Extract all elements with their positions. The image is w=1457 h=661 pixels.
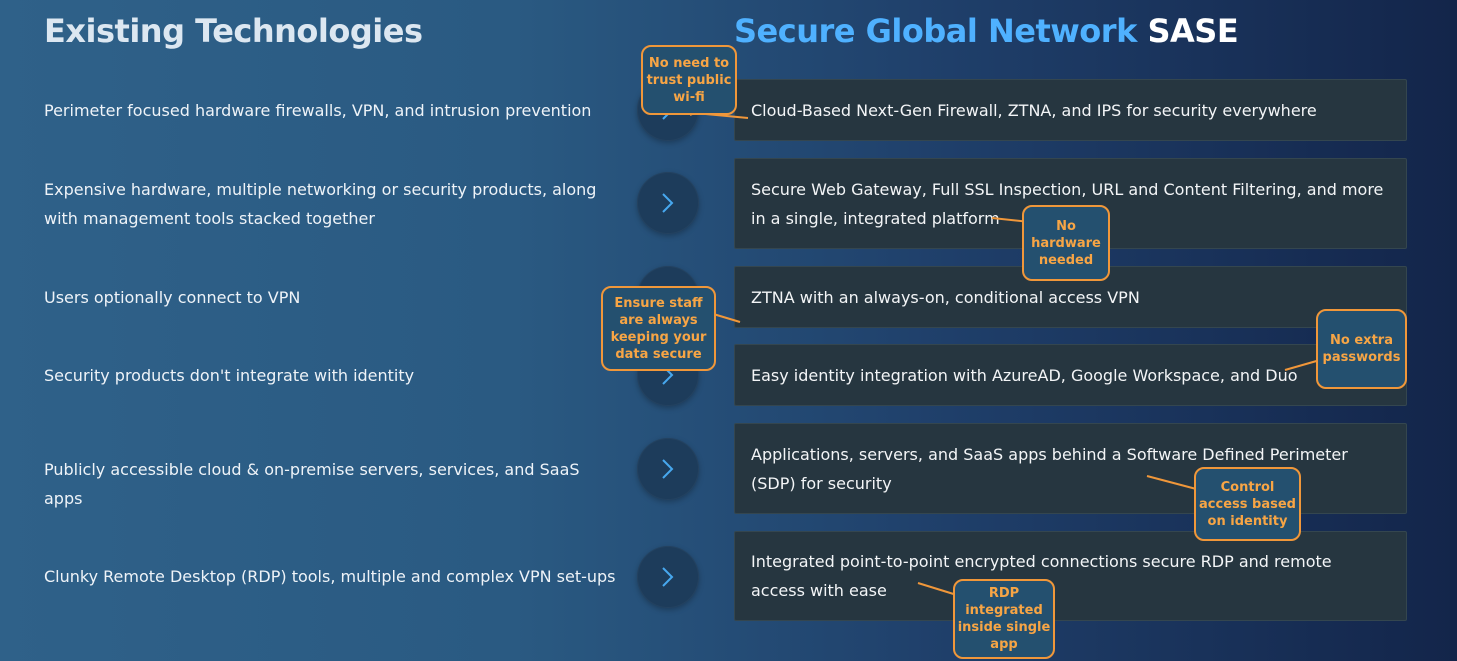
sase-card-2: Secure Web Gateway, Full SSL Inspection,… xyxy=(734,158,1407,249)
chevron-right-icon xyxy=(662,567,674,587)
sase-card-3: ZTNA with an always-on, conditional acce… xyxy=(734,266,1407,328)
row-arrow-button-2[interactable] xyxy=(637,172,699,234)
row-arrow-button-6[interactable] xyxy=(637,546,699,608)
callout-ensure-staff: Ensure staff are always keeping your dat… xyxy=(601,286,716,371)
sase-item-4: Easy identity integration with AzureAD, … xyxy=(751,365,1298,385)
existing-item-1: Perimeter focused hardware firewalls, VP… xyxy=(44,101,592,120)
sase-card-4: Easy identity integration with AzureAD, … xyxy=(734,344,1407,406)
sase-item-3: ZTNA with an always-on, conditional acce… xyxy=(751,287,1140,307)
callout-rdp-integrated: RDP integrated inside single app xyxy=(953,579,1055,659)
sase-card-1: Cloud-Based Next-Gen Firewall, ZTNA, and… xyxy=(734,79,1407,141)
existing-item-6: Clunky Remote Desktop (RDP) tools, multi… xyxy=(44,567,616,586)
sase-card-6: Integrated point-to-point encrypted conn… xyxy=(734,531,1407,621)
callout-identity-control: Control access based on identity xyxy=(1194,467,1301,541)
sase-item-2: Secure Web Gateway, Full SSL Inspection,… xyxy=(751,179,1384,228)
callout-no-extra-passwords: No extra passwords xyxy=(1316,309,1407,389)
sase-title-suffix: SASE xyxy=(1147,12,1239,50)
sase-item-5: Applications, servers, and SaaS apps beh… xyxy=(751,444,1348,493)
existing-technologies-title: Existing Technologies xyxy=(44,12,423,50)
existing-item-4: Security products don't integrate with i… xyxy=(44,366,415,385)
chevron-right-icon xyxy=(662,193,674,213)
sase-item-6: Integrated point-to-point encrypted conn… xyxy=(751,552,1332,600)
existing-item-3: Users optionally connect to VPN xyxy=(44,288,301,307)
sase-title-accent: Secure Global Network xyxy=(734,12,1137,50)
row-arrow-button-5[interactable] xyxy=(637,438,699,500)
sase-item-1: Cloud-Based Next-Gen Firewall, ZTNA, and… xyxy=(751,100,1317,120)
sase-title: Secure Global Network SASE xyxy=(734,12,1239,50)
pointer-passwords xyxy=(1284,359,1321,371)
existing-item-5: Publicly accessible cloud & on-premise s… xyxy=(44,460,580,508)
chevron-right-icon xyxy=(662,459,674,479)
callout-no-public-wifi: No need to trust public wi-fi xyxy=(641,45,737,115)
callout-no-hardware: No hardware needed xyxy=(1022,205,1110,281)
pointer-identity xyxy=(1146,475,1201,491)
existing-item-2: Expensive hardware, multiple networking … xyxy=(44,180,597,228)
